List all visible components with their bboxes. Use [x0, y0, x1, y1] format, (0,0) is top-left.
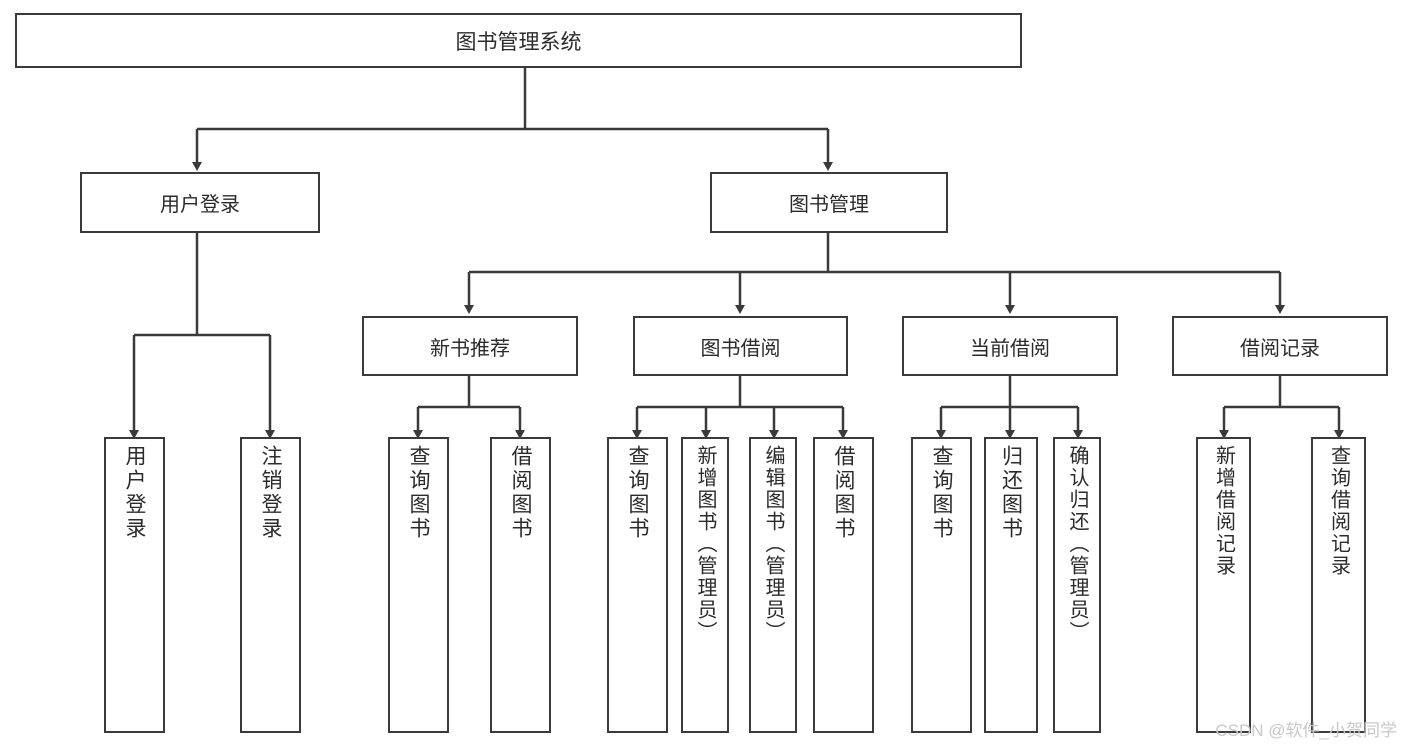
node-leaf-confirm-return-admin[interactable]: 确认归还（管理员）	[1053, 437, 1101, 733]
node-book-borrow[interactable]: 图书借阅	[633, 316, 848, 376]
node-label: 查询图书	[626, 445, 649, 541]
node-label: 编辑图书（管理员）	[762, 445, 784, 643]
node-current-borrow[interactable]: 当前借阅	[902, 316, 1118, 376]
node-leaf-add-book-admin[interactable]: 新增图书（管理员）	[681, 437, 729, 733]
node-leaf-borrow-book-recommend[interactable]: 借阅图书	[490, 437, 551, 733]
node-label: 新增图书（管理员）	[694, 445, 716, 643]
node-label: 用户登录	[160, 194, 240, 216]
node-label: 新增借阅记录	[1212, 445, 1235, 577]
node-leaf-return-book[interactable]: 归还图书	[984, 437, 1038, 733]
node-leaf-logout[interactable]: 注销登录	[240, 437, 301, 733]
node-label: 查询图书	[930, 445, 953, 541]
node-new-book-recommend[interactable]: 新书推荐	[362, 316, 578, 376]
node-label: 确认归还（管理员）	[1066, 445, 1088, 643]
node-label: 归还图书	[999, 445, 1023, 541]
node-label: 图书管理	[789, 194, 869, 216]
node-leaf-edit-book-admin[interactable]: 编辑图书（管理员）	[749, 437, 797, 733]
node-label: 注销登录	[259, 445, 282, 541]
node-root-system[interactable]: 图书管理系统	[15, 13, 1022, 68]
node-label: 用户登录	[123, 445, 146, 541]
node-label: 查询图书	[407, 445, 430, 541]
node-leaf-add-borrow-record[interactable]: 新增借阅记录	[1196, 437, 1251, 733]
node-leaf-query-book-borrow[interactable]: 查询图书	[607, 437, 668, 733]
node-leaf-query-borrow-record[interactable]: 查询借阅记录	[1311, 437, 1366, 733]
node-user-login[interactable]: 用户登录	[80, 172, 320, 233]
node-label: 借阅记录	[1240, 337, 1320, 360]
node-label: 新书推荐	[430, 337, 510, 360]
node-leaf-query-book-recommend[interactable]: 查询图书	[388, 437, 449, 733]
node-borrow-record[interactable]: 借阅记录	[1172, 316, 1388, 376]
node-label: 借阅图书	[832, 445, 855, 541]
node-label: 图书管理系统	[455, 30, 582, 54]
node-leaf-user-login[interactable]: 用户登录	[104, 437, 165, 733]
node-label: 查询借阅记录	[1327, 445, 1350, 577]
node-leaf-borrow-book[interactable]: 借阅图书	[813, 437, 874, 733]
node-label: 当前借阅	[970, 337, 1050, 360]
node-label: 借阅图书	[509, 445, 532, 541]
node-label: 图书借阅	[700, 337, 781, 360]
csdn-watermark: CSDN @软件_小贺同学	[1215, 721, 1397, 740]
node-book-management[interactable]: 图书管理	[710, 172, 948, 233]
node-leaf-query-book-current[interactable]: 查询图书	[911, 437, 972, 733]
